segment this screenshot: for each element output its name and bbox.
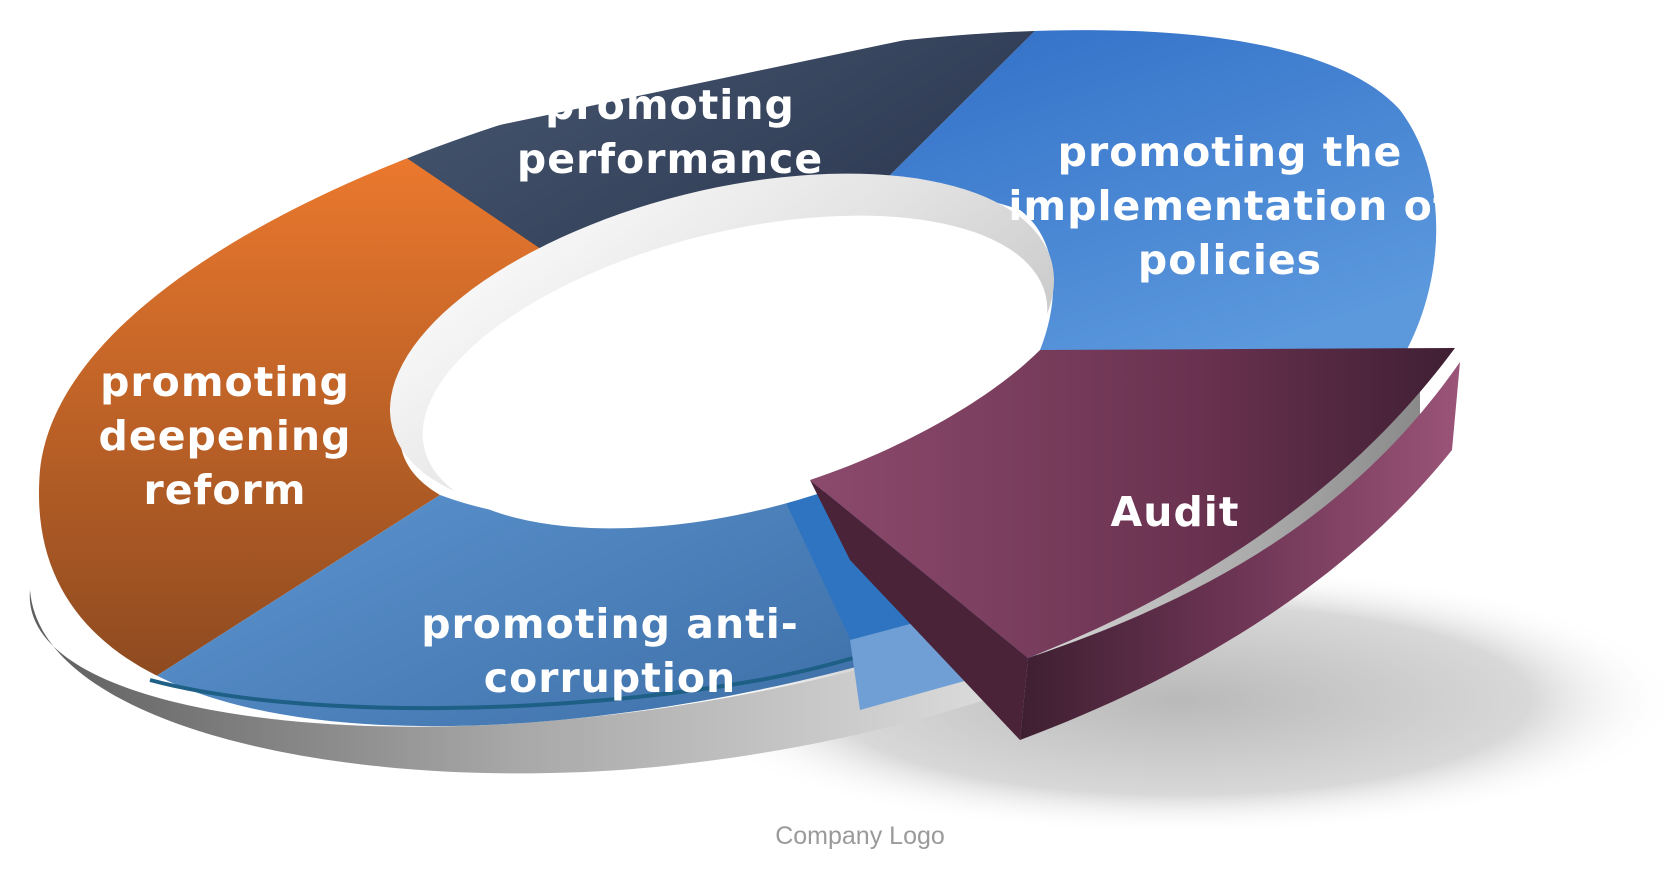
segment-performance (380, 30, 1058, 262)
label-line: Audit (1110, 488, 1240, 536)
label-line: performance (516, 135, 824, 183)
label-line: implementation of (1008, 182, 1452, 230)
label-line: corruption (483, 654, 737, 702)
label-line: promoting (100, 358, 350, 406)
label-line: deepening (98, 412, 352, 460)
label-promoting-deepening-reform: promoting deepening reform (70, 355, 380, 517)
label-line: policies (1137, 236, 1323, 284)
company-logo-text: Company Logo (775, 822, 945, 850)
label-line: promoting (545, 81, 795, 129)
label-promoting-implementation-of-policies: promoting the implementation of policies (990, 125, 1470, 287)
label-promoting-performance: promoting performance (500, 78, 840, 186)
segment-audit-side-front (810, 480, 1028, 740)
ring-top-face (38, 30, 1437, 727)
label-audit: Audit (1060, 485, 1290, 539)
label-line: promoting anti- (421, 600, 799, 648)
segment-audit-top (810, 348, 1455, 658)
label-promoting-anti-corruption: promoting anti- corruption (390, 597, 830, 705)
segment-audit-side-outer (1020, 362, 1460, 740)
label-line: promoting the (1057, 128, 1403, 176)
segment-policies (870, 30, 1437, 350)
label-line: reform (143, 466, 307, 514)
